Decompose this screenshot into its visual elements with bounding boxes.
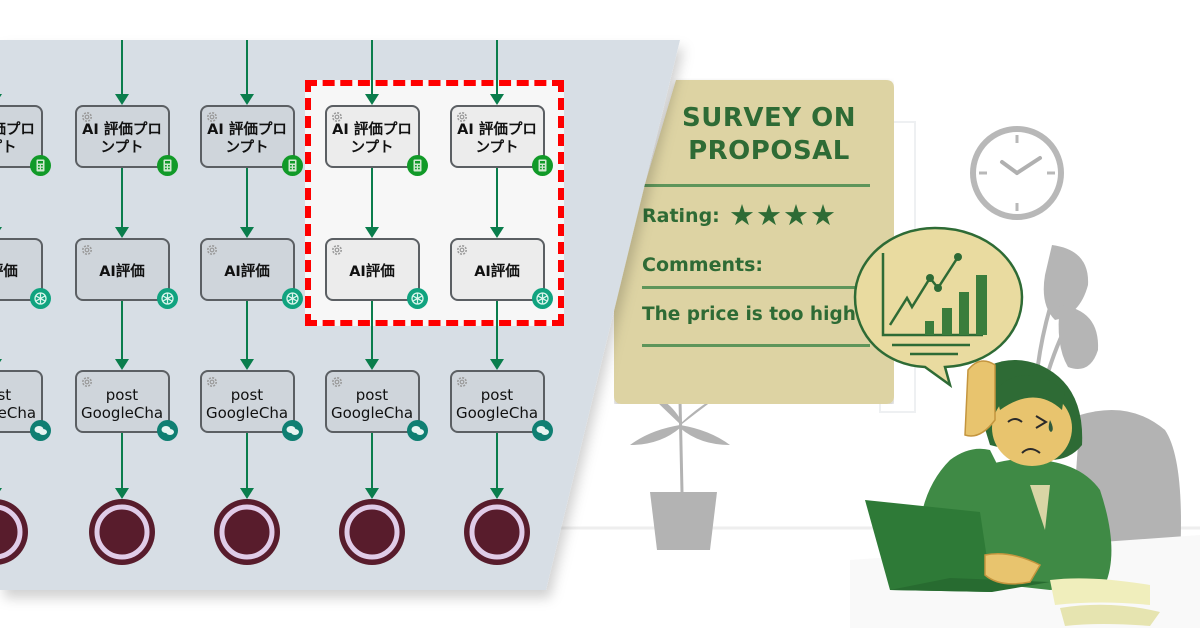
arrowhead xyxy=(0,359,2,363)
survey-title: SURVEY ON PROPOSAL xyxy=(682,103,856,166)
potted-plant-icon xyxy=(630,400,730,550)
node-label: AI 評価プロ ンプト xyxy=(82,121,162,156)
gear-icon[interactable] xyxy=(80,109,94,123)
calculator-icon xyxy=(406,155,428,176)
node-ai-eval[interactable]: AI評価 xyxy=(199,238,303,309)
gear-icon[interactable] xyxy=(330,242,344,256)
arrowhead xyxy=(115,94,129,105)
arrowhead xyxy=(0,94,2,98)
rating-label: Rating: xyxy=(642,205,720,227)
node-ai-eval[interactable]: AI評価 xyxy=(324,238,428,309)
survey-card: SURVEY ON PROPOSAL Rating: ★★★★ Comments… xyxy=(614,78,894,404)
divider xyxy=(642,286,870,289)
gear-icon[interactable] xyxy=(455,109,469,123)
node-post-google-chat[interactable]: post GoogleCha xyxy=(0,370,51,441)
gear-icon[interactable] xyxy=(330,374,344,388)
gear-icon[interactable] xyxy=(455,374,469,388)
node-label: post GoogleCha xyxy=(80,385,164,422)
arrowhead xyxy=(365,488,379,499)
node-ai-prompt[interactable]: AI 評価プロ ンプト xyxy=(0,105,51,176)
divider xyxy=(642,344,870,347)
arrowhead xyxy=(115,359,129,370)
comment-text: The price is too high xyxy=(642,304,856,325)
openai-icon xyxy=(156,288,178,309)
end-event-icon[interactable] xyxy=(339,499,405,565)
node-label: AI 評価プロ ンプト xyxy=(0,121,35,156)
rating-stars: ★★★★ xyxy=(729,198,837,232)
connector-layer xyxy=(0,40,530,565)
openai-icon xyxy=(531,288,553,309)
openai-icon xyxy=(281,288,303,309)
arrowhead xyxy=(0,488,2,492)
arrowhead xyxy=(365,359,379,370)
gear-icon[interactable] xyxy=(205,242,219,256)
arrowhead xyxy=(115,227,129,238)
gear-icon[interactable] xyxy=(330,109,344,123)
node-ai-prompt[interactable]: AI 評価プロ ンプト xyxy=(199,105,303,176)
chat-bubble-icon xyxy=(406,420,428,441)
arrowhead xyxy=(240,488,254,499)
arrowhead xyxy=(490,488,504,499)
chart-growth-icon xyxy=(881,253,987,356)
chat-bubble-icon xyxy=(281,420,303,441)
node-label: post GoogleCha xyxy=(0,385,37,422)
arrowhead xyxy=(115,488,129,499)
node-label: AI評価 xyxy=(99,263,145,280)
arrowhead xyxy=(240,94,254,105)
gear-icon[interactable] xyxy=(205,109,219,123)
arrowhead xyxy=(365,227,379,238)
gear-icon[interactable] xyxy=(205,374,219,388)
survey-card-bg xyxy=(614,80,894,404)
arrowhead xyxy=(240,227,254,238)
chat-bubble-icon xyxy=(156,420,178,441)
arrowhead xyxy=(490,359,504,370)
stressed-woman-illustration xyxy=(865,360,1160,626)
arrowhead xyxy=(240,359,254,370)
node-label: AI評価 xyxy=(474,263,520,280)
node-label: post GoogleCha xyxy=(330,385,414,422)
chat-bubble-icon xyxy=(29,420,51,441)
node-post-google-chat[interactable]: post GoogleCha xyxy=(74,370,178,441)
end-event-icon[interactable] xyxy=(464,499,530,565)
node-post-google-chat[interactable]: post GoogleCha xyxy=(199,370,303,441)
node-ai-prompt[interactable]: AI 評価プロ ンプト xyxy=(324,105,428,176)
node-label: post GoogleCha xyxy=(455,385,539,422)
node-label: post GoogleCha xyxy=(205,385,289,422)
arrowhead xyxy=(490,94,504,105)
chat-bubble-icon xyxy=(531,420,553,441)
node-label: AI評価 xyxy=(0,263,18,280)
end-event-icon[interactable] xyxy=(214,499,280,565)
thought-bubble xyxy=(853,226,1024,389)
node-ai-eval[interactable]: AI評価 xyxy=(0,238,51,309)
calculator-icon xyxy=(281,155,303,176)
comments-label: Comments: xyxy=(642,254,763,276)
node-ai-prompt[interactable]: AI 評価プロ ンプト xyxy=(74,105,178,176)
calculator-icon xyxy=(29,155,51,176)
gear-icon[interactable] xyxy=(80,242,94,256)
arrowhead xyxy=(0,227,2,231)
node-post-google-chat[interactable]: post GoogleCha xyxy=(449,370,553,441)
gear-icon[interactable] xyxy=(80,374,94,388)
wall-clock-icon xyxy=(970,126,1064,220)
node-label: AI評価 xyxy=(224,263,270,280)
node-post-google-chat[interactable]: post GoogleCha xyxy=(324,370,428,441)
divider xyxy=(642,184,870,187)
calculator-icon xyxy=(531,155,553,176)
calculator-icon xyxy=(156,155,178,176)
node-label: AI 評価プロ ンプト xyxy=(457,121,537,156)
node-label: AI評価 xyxy=(349,263,395,280)
node-ai-eval[interactable]: AI評価 xyxy=(449,238,553,309)
arrowhead xyxy=(365,94,379,105)
end-event-icon[interactable] xyxy=(0,499,28,565)
gear-icon[interactable] xyxy=(455,242,469,256)
node-ai-eval[interactable]: AI評価 xyxy=(74,238,178,309)
end-event-icon[interactable] xyxy=(89,499,155,565)
openai-icon xyxy=(29,288,51,309)
openai-icon xyxy=(406,288,428,309)
arrowhead xyxy=(490,227,504,238)
node-ai-prompt[interactable]: AI 評価プロ ンプト xyxy=(449,105,553,176)
node-label: AI 評価プロ ンプト xyxy=(332,121,412,156)
node-label: AI 評価プロ ンプト xyxy=(207,121,287,156)
